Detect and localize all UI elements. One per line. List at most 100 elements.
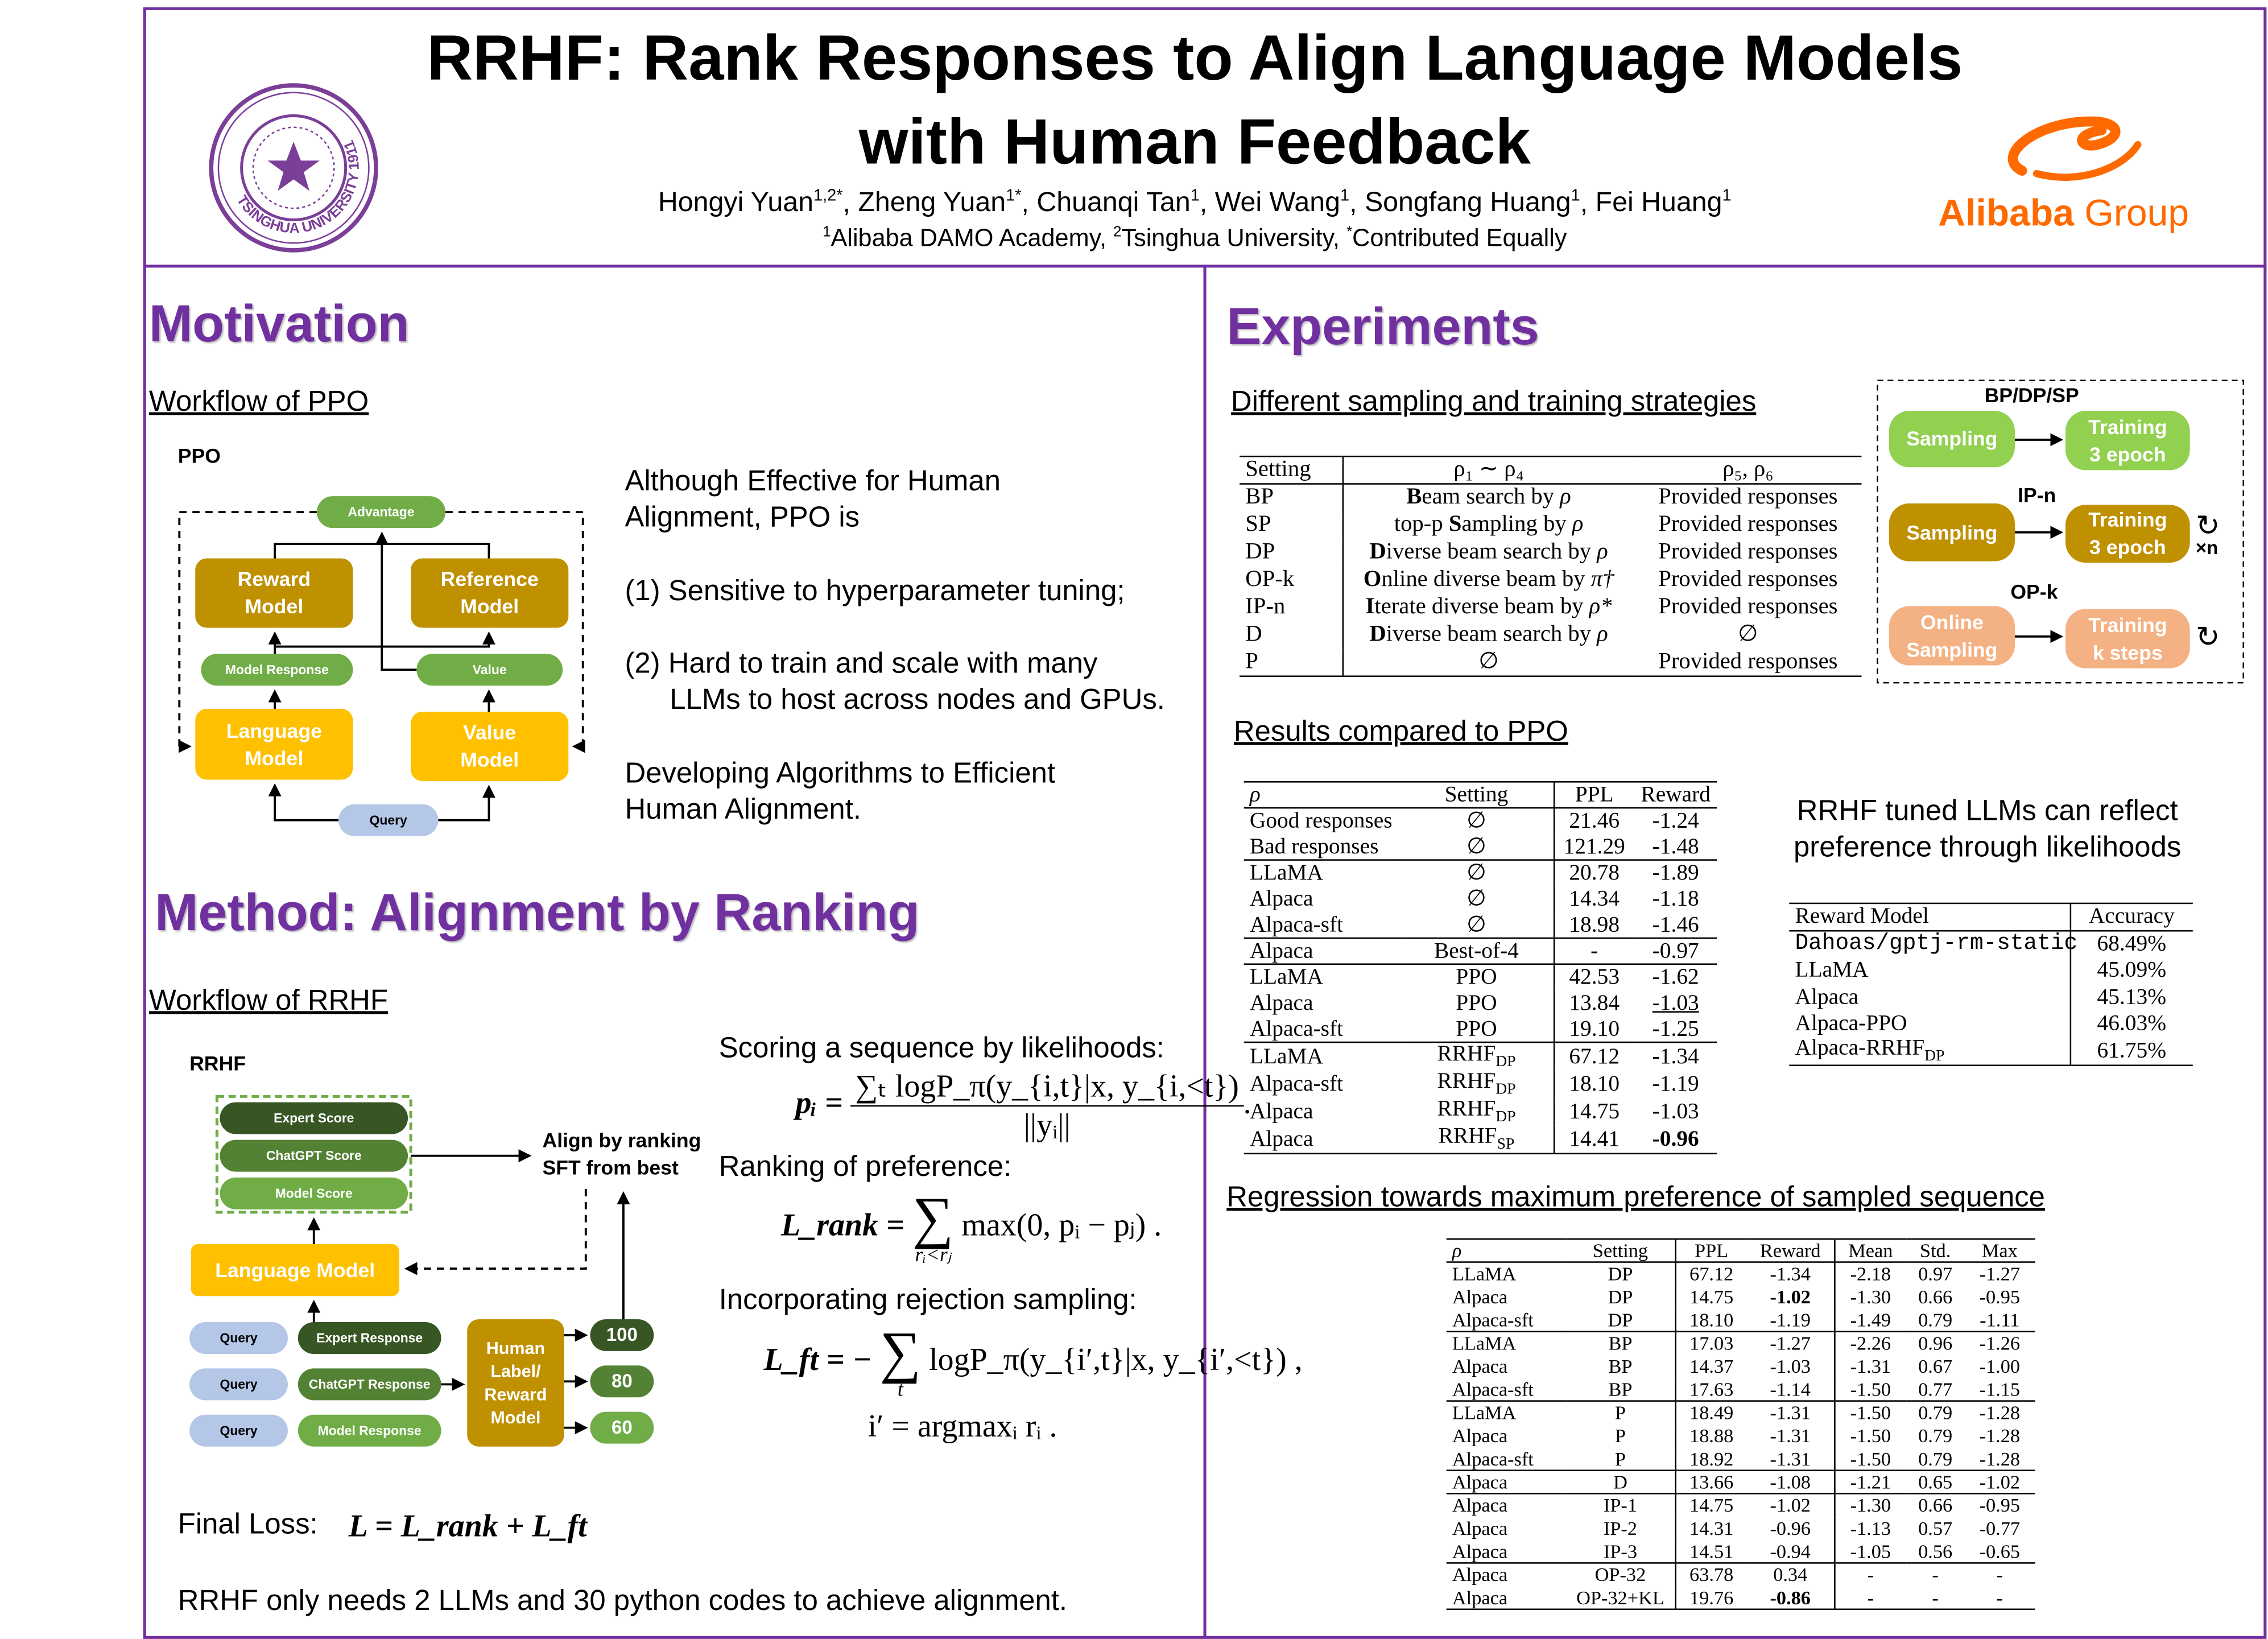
table-cell: -1.34 bbox=[1634, 1041, 1717, 1071]
table-cell: Reward Model bbox=[1789, 903, 2071, 931]
table-cell: - bbox=[1867, 1586, 1874, 1608]
final-loss-formula: L = L_rank + L_ft bbox=[348, 1507, 587, 1544]
table-cell: P bbox=[1566, 1400, 1676, 1425]
table-cell: P bbox=[1566, 1447, 1676, 1471]
table-cell: BP bbox=[1566, 1355, 1676, 1378]
table-cell: - bbox=[1964, 1562, 2035, 1587]
table-cell: 63.78 bbox=[1675, 1562, 1748, 1587]
poster-title-line2: with Human Feedback bbox=[858, 107, 1531, 178]
table-cell: -1.31 bbox=[1747, 1424, 1835, 1447]
table-cell: OP-32 bbox=[1566, 1562, 1676, 1587]
ft-rhs: logP_π(y_{i′,t}|x, y_{i′,<t}) , bbox=[929, 1341, 1303, 1377]
table-cell: Online diverse beam by π† bbox=[1363, 567, 1614, 592]
table-row: LLaMA∅20.78-1.89 bbox=[1244, 859, 1717, 886]
repeat-n-label: ×n bbox=[2195, 536, 2219, 559]
table-cell: - bbox=[1996, 1586, 2003, 1608]
table-cell: Provided responses bbox=[1658, 539, 1838, 564]
table-cell: 42.53 bbox=[1553, 963, 1635, 990]
query-node: Query bbox=[338, 804, 439, 836]
scoring-label: Scoring a sequence by likelihoods: bbox=[718, 1033, 1164, 1065]
rrhf-workflow-heading: Workflow of RRHF bbox=[148, 985, 388, 1017]
table-cell: Best-of-4 bbox=[1400, 937, 1555, 964]
table-cell: Alpaca bbox=[1446, 1493, 1567, 1517]
ppo-diagram-label: PPO bbox=[177, 444, 221, 468]
affiliation: *Contributed Equally bbox=[1346, 224, 1567, 252]
table-cell: 0.57 bbox=[1918, 1517, 1953, 1539]
scoring-denominator: ||yᵢ|| bbox=[1023, 1107, 1071, 1143]
scoring-numerator: ∑ₜ logP_π(y_{i,t}|x, y_{i,<t}) bbox=[850, 1068, 1244, 1107]
table-cell: IP-2 bbox=[1566, 1517, 1676, 1540]
table-cell: - bbox=[1834, 1562, 1907, 1587]
table-cell: Good responses bbox=[1249, 808, 1393, 833]
argmax-formula: i′ = argmaxᵢ rᵢ . bbox=[867, 1407, 1057, 1444]
author-list: Hongyi Yuan1,2*, Zheng Yuan1*, Chuanqi T… bbox=[658, 188, 1732, 219]
table-cell: -1.24 bbox=[1652, 808, 1699, 833]
scoring-formula: pᵢ = ∑ₜ logP_π(y_{i,t}|x, y_{i,<t})||yᵢ|… bbox=[795, 1068, 1251, 1145]
table-cell: Provided responses bbox=[1658, 595, 1838, 620]
table-cell: 17.03 bbox=[1675, 1331, 1748, 1355]
column-divider bbox=[1203, 266, 1207, 1638]
table-cell: 14.75 bbox=[1569, 1099, 1620, 1124]
chatgpt-score-node: ChatGPT Score bbox=[220, 1140, 408, 1172]
author: Hongyi Yuan1,2* bbox=[658, 188, 843, 219]
table-cell: ∅ bbox=[1400, 886, 1555, 913]
table-cell: -1.89 bbox=[1634, 859, 1717, 886]
table-cell: ρ₅, ρ₆ bbox=[1634, 456, 1862, 485]
table-cell: -1.03 bbox=[1652, 1099, 1699, 1124]
table-cell: Alpaca-sft bbox=[1452, 1447, 1534, 1469]
table-cell: -1.50 bbox=[1850, 1424, 1891, 1447]
table-cell: 0.34 bbox=[1747, 1562, 1835, 1587]
table-cell: Provided responses bbox=[1658, 485, 1838, 510]
table-cell: -1.11 bbox=[1980, 1308, 2020, 1331]
advantage-node: Advantage bbox=[316, 496, 446, 529]
ft-formula: L_ft = − ∑t logP_π(y_{i′,t}|x, y_{i′,<t}… bbox=[763, 1319, 1303, 1402]
table-cell: -1.30 bbox=[1850, 1285, 1891, 1307]
table-cell: -1.49 bbox=[1850, 1308, 1891, 1331]
table-cell: P bbox=[1240, 649, 1343, 676]
point-1: (1) Sensitive to hyperparameter tuning; bbox=[625, 575, 1125, 608]
experiments-heading: Experiments bbox=[1226, 296, 1539, 356]
table-cell: BP bbox=[1566, 1331, 1676, 1355]
table-cell: 13.84 bbox=[1569, 990, 1620, 1015]
ppo-comparison-heading: Results compared to PPO bbox=[1233, 716, 1568, 748]
affiliation-list: 1Alibaba DAMO Academy, 2Tsinghua Univers… bbox=[823, 224, 1567, 252]
table-cell: -1.21 bbox=[1834, 1469, 1907, 1494]
table-cell: 18.88 bbox=[1689, 1424, 1734, 1447]
table-cell: -1.02 bbox=[1747, 1285, 1835, 1308]
table-cell: Setting bbox=[1566, 1238, 1676, 1263]
table-cell: - bbox=[1553, 937, 1635, 964]
alibaba-suffix: Group bbox=[2084, 191, 2189, 234]
rrhf-diagram-label: RRHF bbox=[189, 1051, 246, 1075]
table-cell: -1.27 bbox=[1979, 1262, 2021, 1285]
op-sampling-node: Online Sampling bbox=[1889, 606, 2015, 666]
table-cell: Diverse beam search by ρ bbox=[1369, 622, 1608, 647]
affiliation: 2Tsinghua University bbox=[1113, 224, 1333, 252]
ft-lhs: L_ft = − bbox=[763, 1341, 872, 1377]
table-cell: 45.13% bbox=[2097, 984, 2167, 1009]
table-cell: ∅ bbox=[1400, 912, 1555, 938]
expert-response-node: Expert Response bbox=[298, 1322, 441, 1354]
table-cell: 14.75 bbox=[1675, 1493, 1748, 1517]
table-cell: -0.94 bbox=[1747, 1539, 1835, 1563]
table-cell: LLaMA bbox=[1446, 1400, 1567, 1425]
table-cell: Alpaca-sft bbox=[1249, 912, 1344, 937]
table-cell: PPL bbox=[1553, 782, 1635, 809]
rejection-label: Incorporating rejection sampling: bbox=[718, 1284, 1137, 1316]
table-cell: Alpaca-RRHFDP bbox=[1789, 1037, 2071, 1066]
table-cell: -0.77 bbox=[1979, 1517, 2021, 1539]
table-cell: Alpaca bbox=[1452, 1539, 1508, 1562]
